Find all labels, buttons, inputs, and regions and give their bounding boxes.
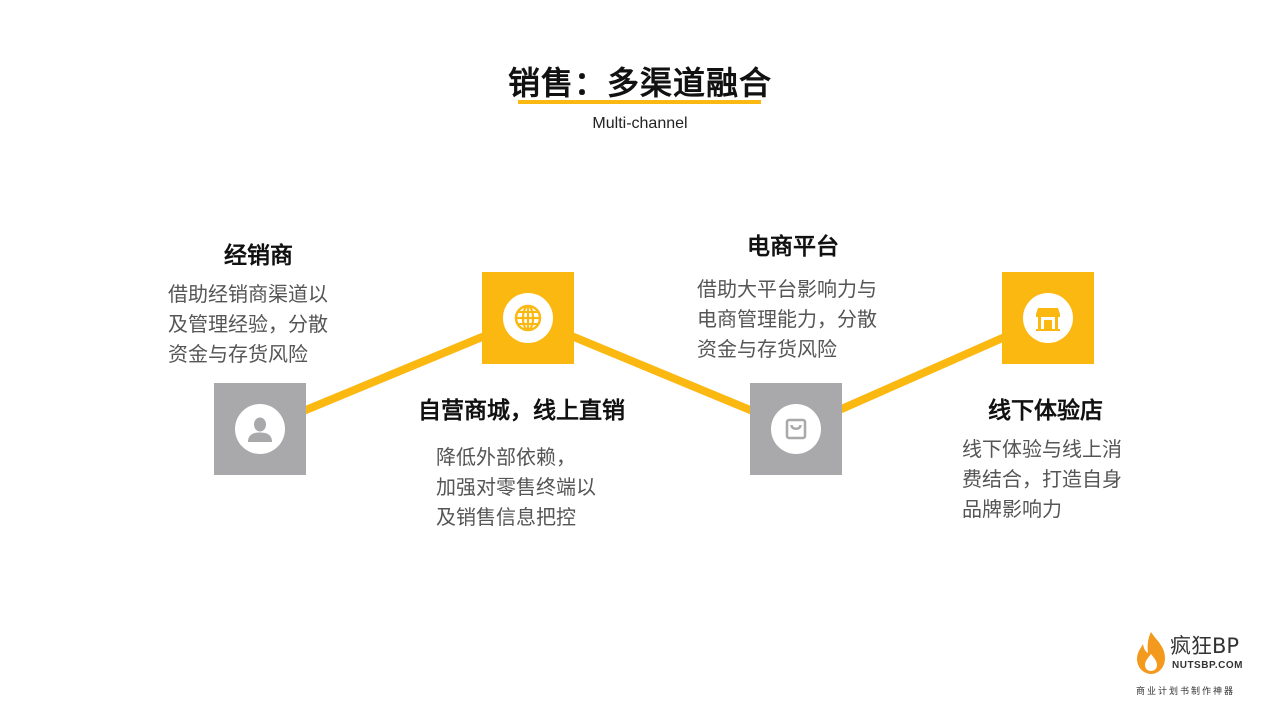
desc-line: 加强对零售终端以 bbox=[436, 475, 596, 499]
desc-line: 及管理经验，分散 bbox=[168, 312, 328, 336]
node-box-ecommerce bbox=[750, 383, 842, 475]
shopping-bag-icon bbox=[785, 418, 807, 440]
desc-line: 借助经销商渠道以 bbox=[168, 282, 328, 306]
node-box-distributor bbox=[214, 383, 306, 475]
node-heading-own-mall: 自营商城，线上直销 bbox=[418, 398, 625, 424]
desc-line: 资金与存货风险 bbox=[697, 337, 837, 361]
node-box-own-mall bbox=[482, 272, 574, 364]
desc-line: 及销售信息把控 bbox=[436, 505, 576, 529]
storefront-icon bbox=[1036, 308, 1060, 331]
node-heading-offline-store: 线下体验店 bbox=[988, 398, 1103, 424]
desc-line: 借助大平台影响力与 bbox=[697, 277, 877, 301]
node-box-offline-store bbox=[1002, 272, 1094, 364]
logo-name: 疯狂BP bbox=[1170, 634, 1240, 658]
title-underline bbox=[518, 100, 761, 104]
flame-logo-icon bbox=[1137, 632, 1165, 674]
page-subtitle: Multi-channel bbox=[592, 115, 688, 132]
node-desc-distributor: 借助经销商渠道以 及管理经验，分散 资金与存货风险 bbox=[168, 279, 328, 369]
desc-line: 线下体验与线上消 bbox=[962, 437, 1122, 461]
node-heading-distributor: 经销商 bbox=[224, 243, 293, 269]
desc-line: 电商管理能力，分散 bbox=[697, 307, 877, 331]
desc-line: 资金与存货风险 bbox=[168, 342, 308, 366]
desc-line: 品牌影响力 bbox=[962, 497, 1062, 521]
person-icon bbox=[248, 417, 272, 442]
node-heading-ecommerce: 电商平台 bbox=[747, 234, 839, 260]
node-desc-offline-store: 线下体验与线上消 费结合，打造自身 品牌影响力 bbox=[962, 434, 1122, 524]
logo-tagline: 商业计划书制作神器 bbox=[1136, 687, 1236, 697]
page-title: 销售：多渠道融合 bbox=[507, 64, 772, 102]
desc-line: 降低外部依赖， bbox=[436, 445, 576, 469]
desc-line: 费结合，打造自身 bbox=[962, 467, 1122, 491]
globe-icon bbox=[514, 304, 542, 332]
logo-domain: NUTSBP.COM bbox=[1172, 660, 1243, 671]
node-desc-own-mall: 降低外部依赖， 加强对零售终端以 及销售信息把控 bbox=[436, 442, 596, 532]
brand-logo: 疯狂BP NUTSBP.COM 商业计划书制作神器 bbox=[1132, 628, 1272, 700]
node-desc-ecommerce: 借助大平台影响力与 电商管理能力，分散 资金与存货风险 bbox=[697, 274, 877, 364]
